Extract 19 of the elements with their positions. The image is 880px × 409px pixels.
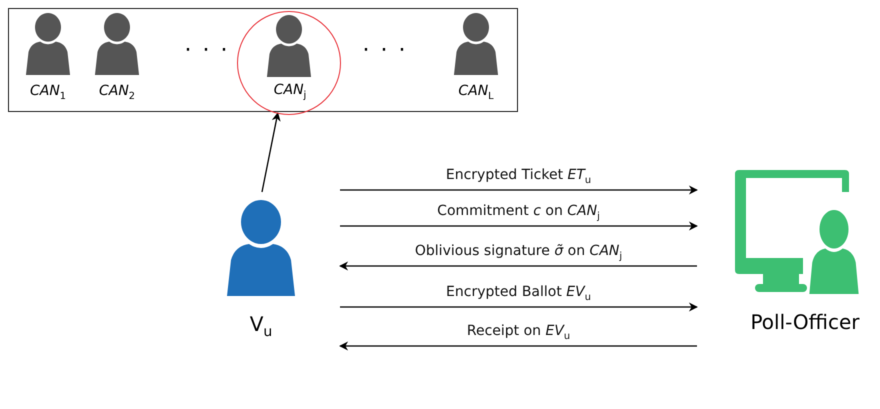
edge-label: Encrypted Ballot EV$_{u}$ <box>444 284 593 303</box>
ellipsis: · · · <box>184 38 230 63</box>
highlight-circle <box>237 11 341 115</box>
arrow <box>340 186 698 194</box>
edge-label: Commitment c on CAN$_{j}$ <box>435 203 602 222</box>
arrow <box>339 342 697 350</box>
candidate-panel <box>8 8 518 112</box>
arrow <box>261 112 281 192</box>
candidate-label: CAN$_{j}$ <box>274 82 306 101</box>
role-label: Poll-Officer <box>750 310 860 334</box>
ellipsis: · · · <box>362 38 408 63</box>
arrow <box>340 302 698 312</box>
arrow <box>339 262 697 270</box>
arrow <box>340 222 698 230</box>
candidate-label: CAN$_{L}$ <box>458 83 494 102</box>
candidate-label: CAN$_{1}$ <box>30 83 66 102</box>
edge-label: Oblivious signature σ̃ on CAN$_{j}$ <box>412 243 624 262</box>
candidate-label: CAN$_{2}$ <box>98 83 136 102</box>
role-label: V$_{u}$ <box>250 312 272 340</box>
